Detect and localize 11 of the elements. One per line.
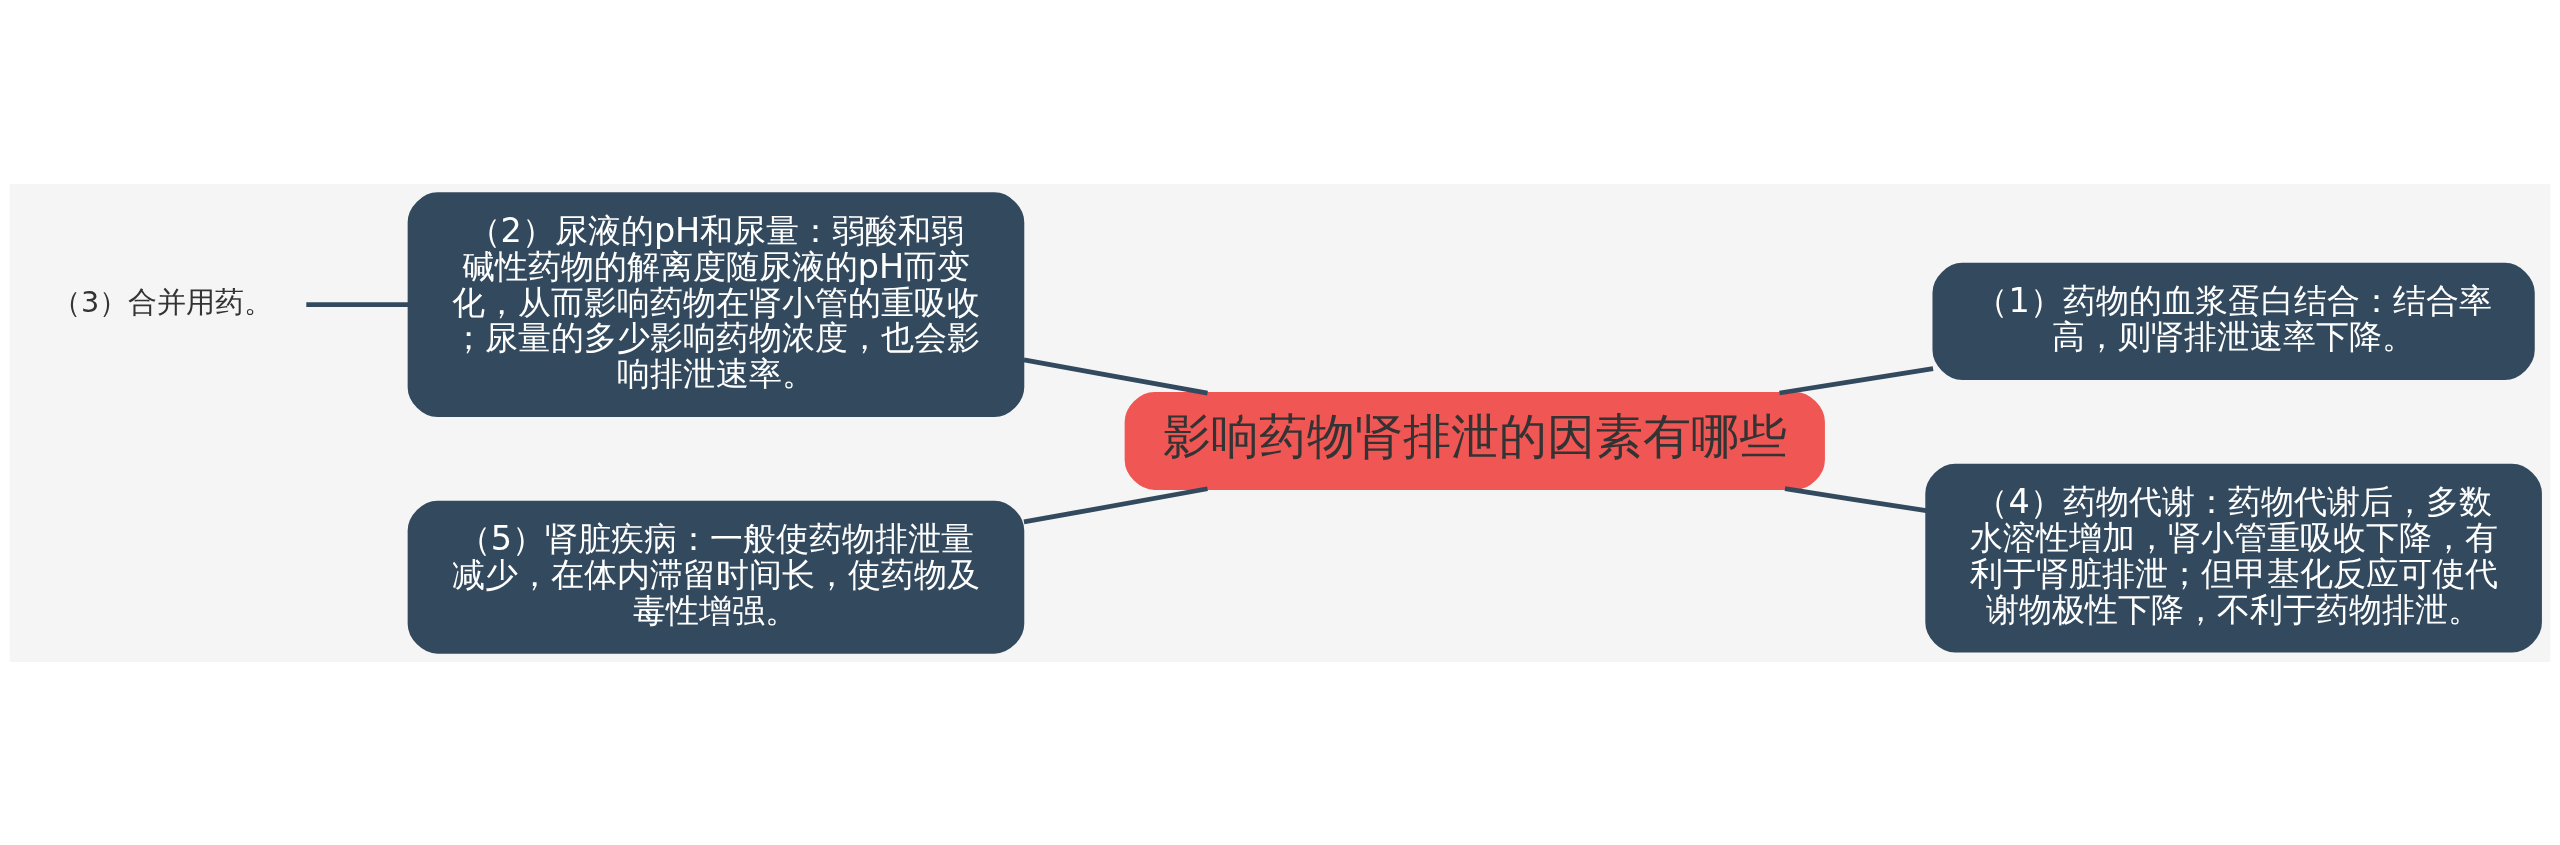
node-box: 影响药物肾排泄的因素有哪些 [1124,391,1825,490]
connector [1023,485,1208,524]
connector [1023,357,1208,395]
node-box: （5）肾脏疾病：一般使药物排泄量减少，在体内滞留时间长，使药物及毒性增强。 [407,500,1025,654]
node-box: （4）药物代谢：药物代谢后，多数水溶性增加，肾小管重吸收下降，有利于肾脏排泄；但甲基化反应可使代谢物极性下降，不利于药物排泄。 [1925,463,2542,652]
connector [1784,485,1927,513]
node-box: （2）尿液的pH和尿量：弱酸和弱碱性药物的解离度随尿液的pH而变化，从而影响药物在肾小管的重吸收；尿量的多少影响药物浓度，也会影响排泄速率。 [407,191,1025,417]
node-box: （1）药物的血浆蛋白结合：结合率高，则肾排泄速率下降。 [1932,262,2535,380]
node-text: （3）合并用药。 [52,284,274,319]
connector [1779,365,1934,395]
connector [306,301,409,307]
